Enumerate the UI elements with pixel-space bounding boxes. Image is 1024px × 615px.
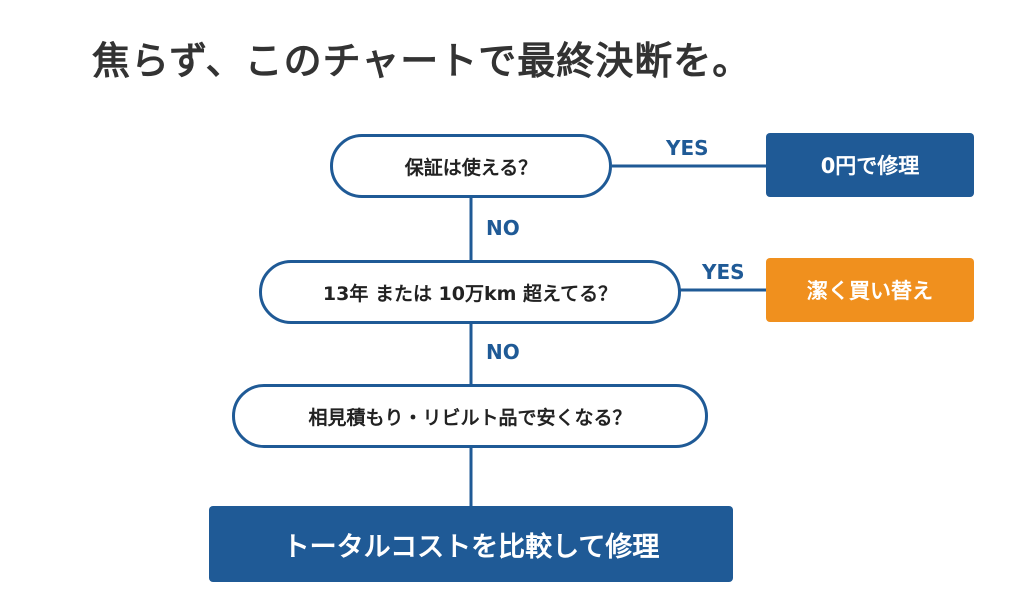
edge-label-no-1: NO (486, 216, 520, 240)
decision-age-mileage: 13年 または 10万km 超えてる？ (259, 260, 681, 324)
edge-label-yes-1: YES (666, 136, 709, 160)
edge-label-no-2: NO (486, 340, 520, 364)
result-free-repair: 0円で修理 (766, 133, 974, 197)
result-compare-repair: トータルコストを比較して修理 (209, 506, 733, 582)
edge-label-yes-2: YES (702, 260, 745, 284)
result-replace: 潔く買い替え (766, 258, 974, 322)
page-title: 焦らず、このチャートで最終決断を。 (92, 39, 752, 83)
decision-warranty: 保証は使える？ (330, 134, 612, 198)
decision-quotes-rebuilt: 相見積もり・リビルト品で安くなる？ (232, 384, 708, 448)
